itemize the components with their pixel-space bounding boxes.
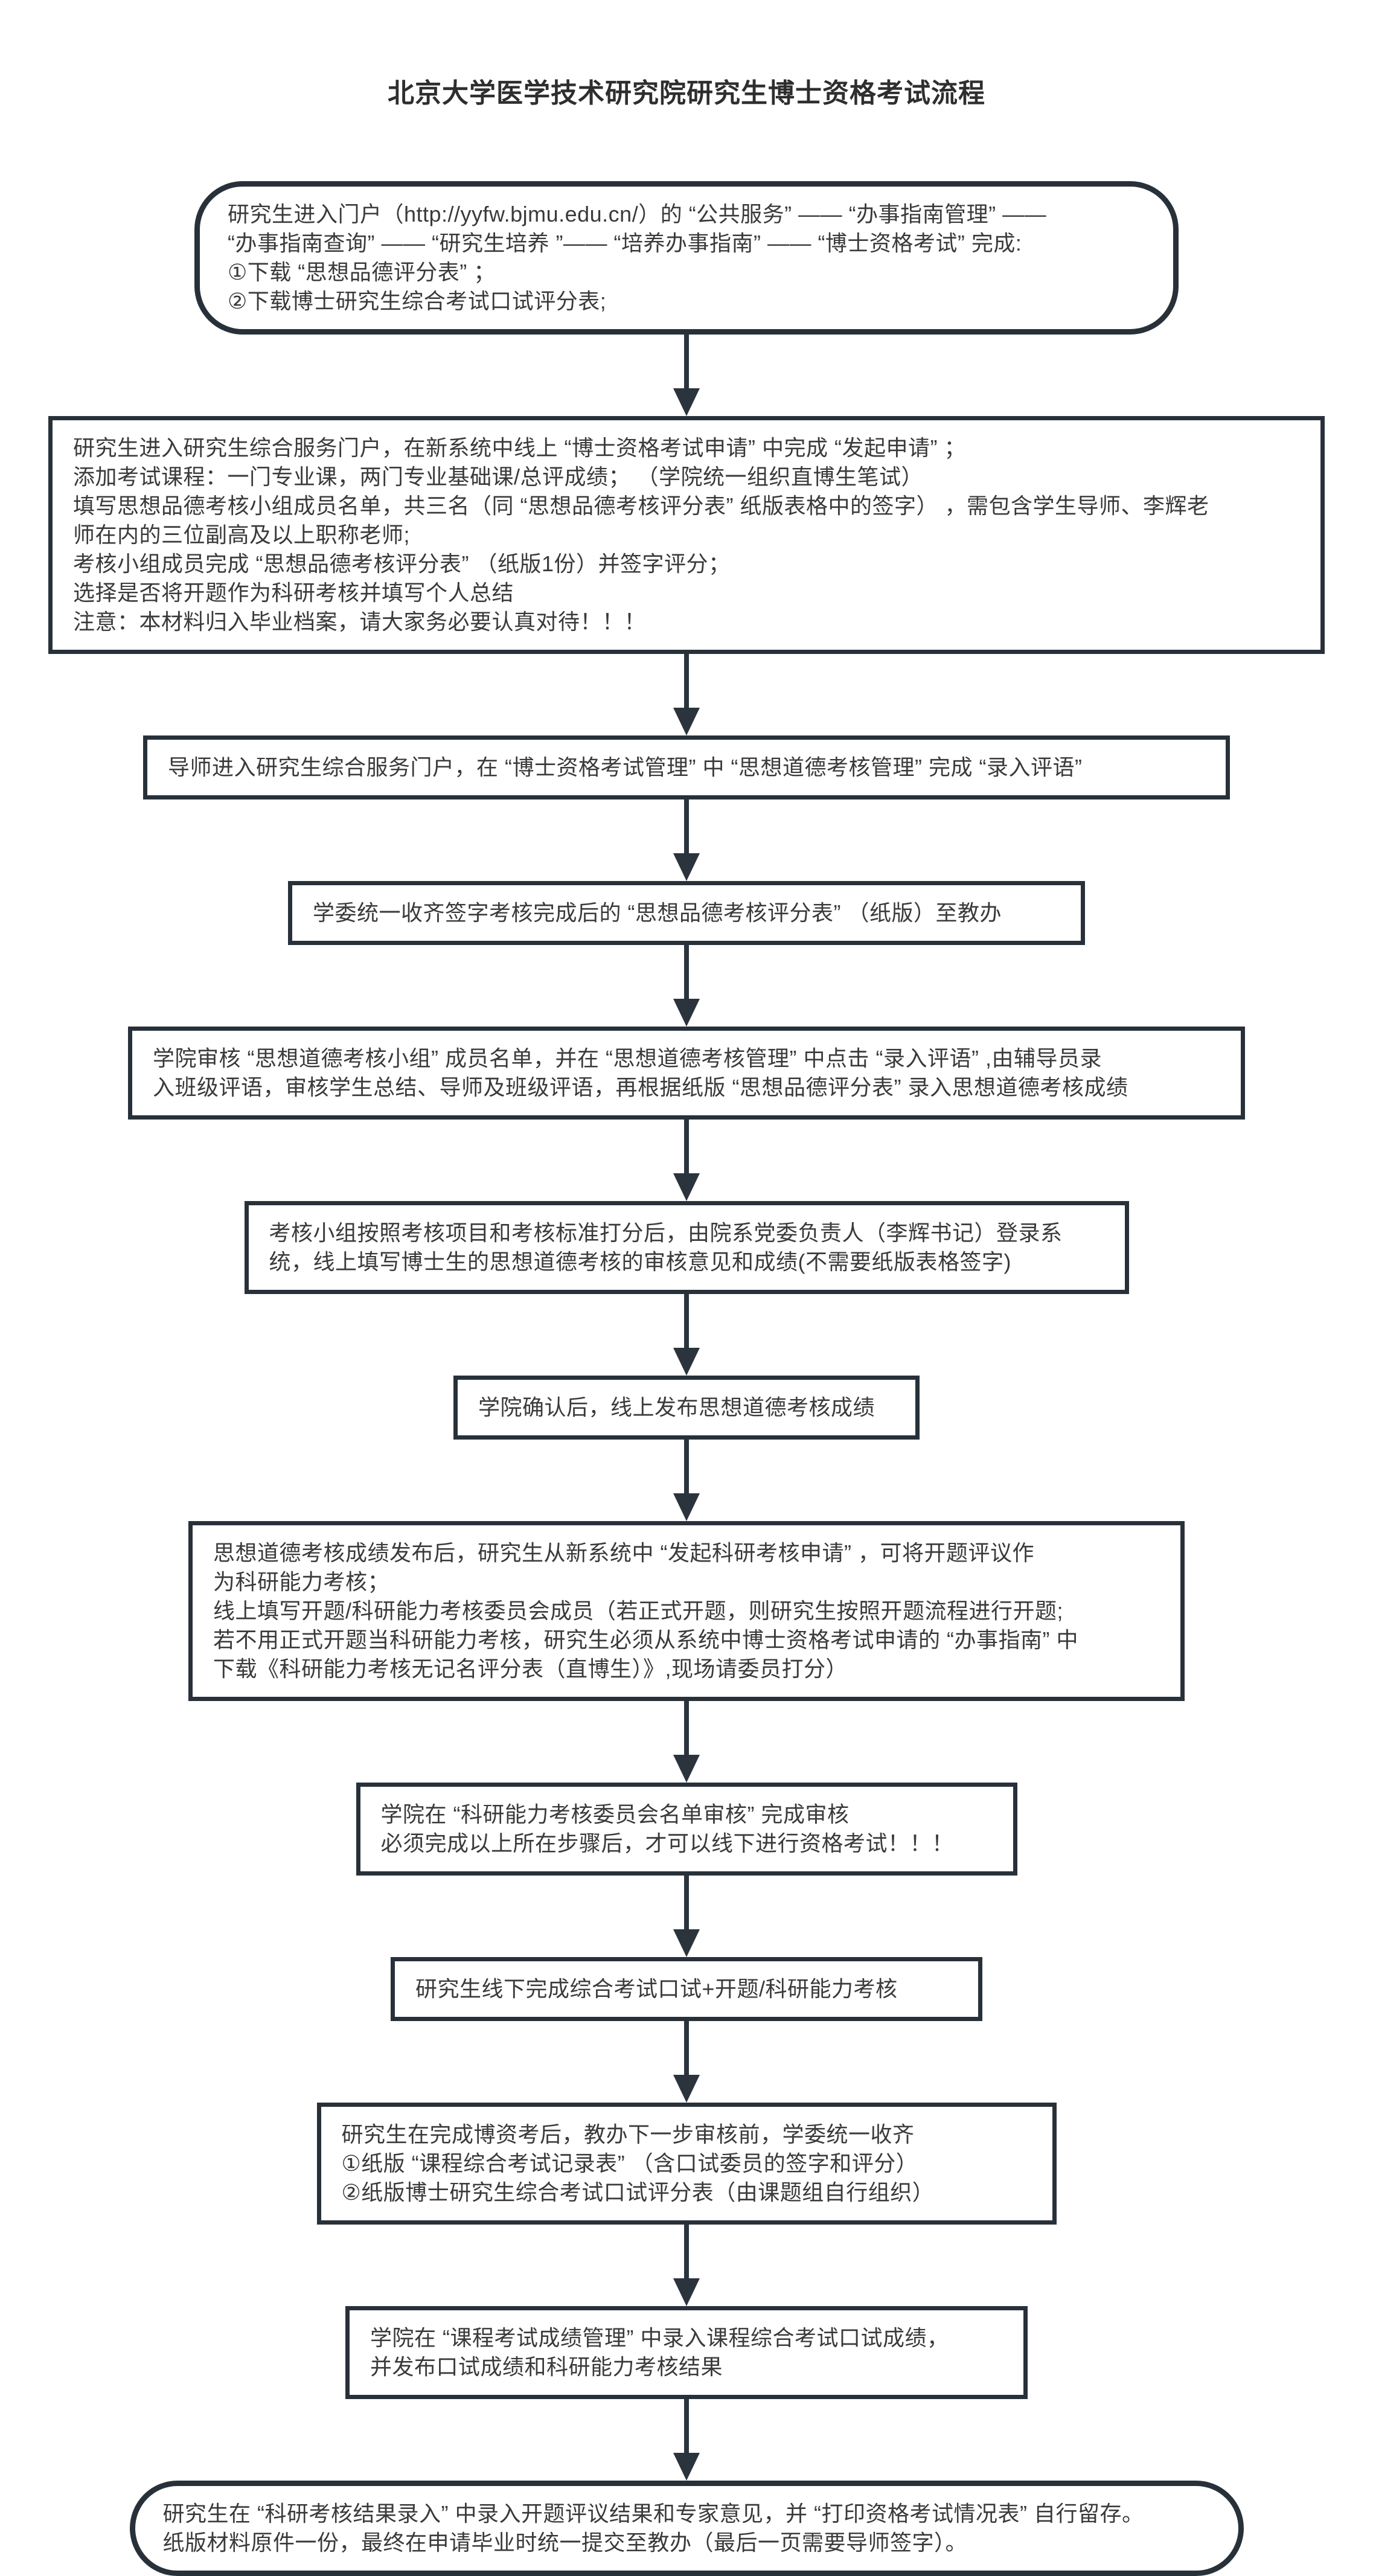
- flow-node-supervisor-comments-text: 导师进入研究生综合服务门户，在 “博士资格考试管理” 中 “思想道德考核管理” …: [168, 755, 1083, 780]
- arrow-head-icon: [673, 1929, 700, 1957]
- flow-node-assessment-group-scoring: 考核小组按照考核项目和考核标准打分后，由院系党委负责人（李辉书记）登录系 统，线…: [244, 1201, 1129, 1294]
- down-arrow: [673, 2225, 700, 2306]
- arrow-head-icon: [673, 708, 700, 735]
- flow-node-offline-exam: 研究生线下完成综合考试口试+开题/科研能力考核: [391, 1957, 982, 2021]
- arrow-head-icon: [673, 2453, 700, 2481]
- arrow-shaft: [684, 2225, 689, 2278]
- arrow-shaft: [684, 945, 689, 999]
- flow-node-final-result-entry: 研究生在 “科研考核结果录入” 中录入开题评议结果和专家意见，并 “打印资格考试…: [129, 2481, 1244, 2576]
- flow-node-final-result-entry-text: 研究生在 “科研考核结果录入” 中录入开题评议结果和专家意见，并 “打印资格考试…: [162, 2501, 1144, 2555]
- flow-node-assessment-group-scoring-text: 考核小组按照考核项目和考核标准打分后，由院系党委负责人（李辉书记）登录系 统，线…: [269, 1220, 1063, 1274]
- down-arrow: [673, 945, 700, 1027]
- down-arrow: [673, 1440, 700, 1521]
- down-arrow: [673, 1701, 700, 1783]
- arrow-shaft: [684, 1701, 689, 1755]
- flow-node-research-assessment-application: 思想道德考核成绩发布后，研究生从新系统中 “发起科研考核申请” ，可将开题评议作…: [188, 1521, 1185, 1701]
- down-arrow: [673, 2021, 700, 2103]
- flow-node-start: 研究生进入门户（http://yyfw.bjmu.edu.cn/）的 “公共服务…: [194, 181, 1179, 335]
- down-arrow: [673, 335, 700, 416]
- flow-node-committee-list-review: 学院在 “科研能力考核委员会名单审核” 完成审核 必须完成以上所在步骤后，才可以…: [356, 1783, 1017, 1876]
- flow-node-research-assessment-application-text: 思想道德考核成绩发布后，研究生从新系统中 “发起科研考核申请” ，可将开题评议作…: [213, 1540, 1078, 1681]
- arrow-shaft: [684, 654, 689, 708]
- arrow-shaft: [684, 1440, 689, 1493]
- down-arrow: [673, 654, 700, 735]
- page-title: 北京大学医学技术研究院研究生博士资格考试流程: [388, 78, 985, 108]
- arrow-shaft: [684, 1294, 689, 1348]
- arrow-head-icon: [673, 853, 700, 881]
- arrow-shaft: [684, 335, 689, 388]
- down-arrow: [673, 1876, 700, 1957]
- flow-node-college-review: 学院审核 “思想道德考核小组” 成员名单，并在 “思想道德考核管理” 中点击 “…: [128, 1027, 1245, 1120]
- arrow-head-icon: [673, 999, 700, 1027]
- flow-node-start-text: 研究生进入门户（http://yyfw.bjmu.edu.cn/）的 “公共服务…: [228, 202, 1047, 313]
- down-arrow: [673, 1120, 700, 1201]
- flow-node-collect-paper-forms: 研究生在完成博资考后，教办下一步审核前，学委统一收齐 ①纸版 “课程综合考试记录…: [316, 2103, 1057, 2225]
- arrow-shaft: [684, 2399, 689, 2453]
- flow-node-collect-score-sheets-text: 学委统一收齐签字考核完成后的 “思想品德考核评分表” （纸版）至教办: [313, 900, 1002, 925]
- arrow-shaft: [684, 799, 689, 853]
- arrow-head-icon: [673, 1493, 700, 1521]
- down-arrow: [673, 799, 700, 881]
- arrow-head-icon: [673, 2278, 700, 2306]
- arrow-shaft: [684, 1120, 689, 1173]
- flow-node-publish-moral-scores-text: 学院确认后，线上发布思想道德考核成绩: [478, 1395, 875, 1420]
- arrow-head-icon: [673, 1348, 700, 1376]
- flow-node-online-application: 研究生进入研究生综合服务门户，在新系统中线上 “博士资格考试申请” 中完成 “发…: [48, 416, 1325, 654]
- flow-node-offline-exam-text: 研究生线下完成综合考试口试+开题/科研能力考核: [415, 1976, 898, 2001]
- arrow-head-icon: [673, 1173, 700, 1201]
- arrow-shaft: [684, 2021, 689, 2075]
- flow-node-publish-moral-scores: 学院确认后，线上发布思想道德考核成绩: [453, 1376, 920, 1440]
- flow-node-supervisor-comments: 导师进入研究生综合服务门户，在 “博士资格考试管理” 中 “思想道德考核管理” …: [143, 735, 1230, 799]
- flow-node-committee-list-review-text: 学院在 “科研能力考核委员会名单审核” 完成审核 必须完成以上所在步骤后，才可以…: [380, 1802, 954, 1856]
- arrow-head-icon: [673, 388, 700, 416]
- flow-node-collect-score-sheets: 学委统一收齐签字考核完成后的 “思想品德考核评分表” （纸版）至教办: [288, 881, 1085, 945]
- flow-node-enter-oral-scores: 学院在 “课程考试成绩管理” 中录入课程综合考试口试成绩， 并发布口试成绩和科研…: [345, 2306, 1028, 2399]
- arrow-head-icon: [673, 2075, 700, 2103]
- down-arrow: [673, 2399, 700, 2481]
- down-arrow: [673, 1294, 700, 1376]
- flow-node-online-application-text: 研究生进入研究生综合服务门户，在新系统中线上 “博士资格考试申请” 中完成 “发…: [73, 435, 1209, 634]
- flowchart: 研究生进入门户（http://yyfw.bjmu.edu.cn/）的 “公共服务…: [48, 181, 1325, 2576]
- flow-node-collect-paper-forms-text: 研究生在完成博资考后，教办下一步审核前，学委统一收齐 ①纸版 “课程综合考试记录…: [341, 2122, 935, 2205]
- flow-node-college-review-text: 学院审核 “思想道德考核小组” 成员名单，并在 “思想道德考核管理” 中点击 “…: [153, 1046, 1128, 1100]
- arrow-head-icon: [673, 1755, 700, 1783]
- flow-node-enter-oral-scores-text: 学院在 “课程考试成绩管理” 中录入课程综合考试口试成绩， 并发布口试成绩和科研…: [370, 2325, 949, 2379]
- arrow-shaft: [684, 1876, 689, 1929]
